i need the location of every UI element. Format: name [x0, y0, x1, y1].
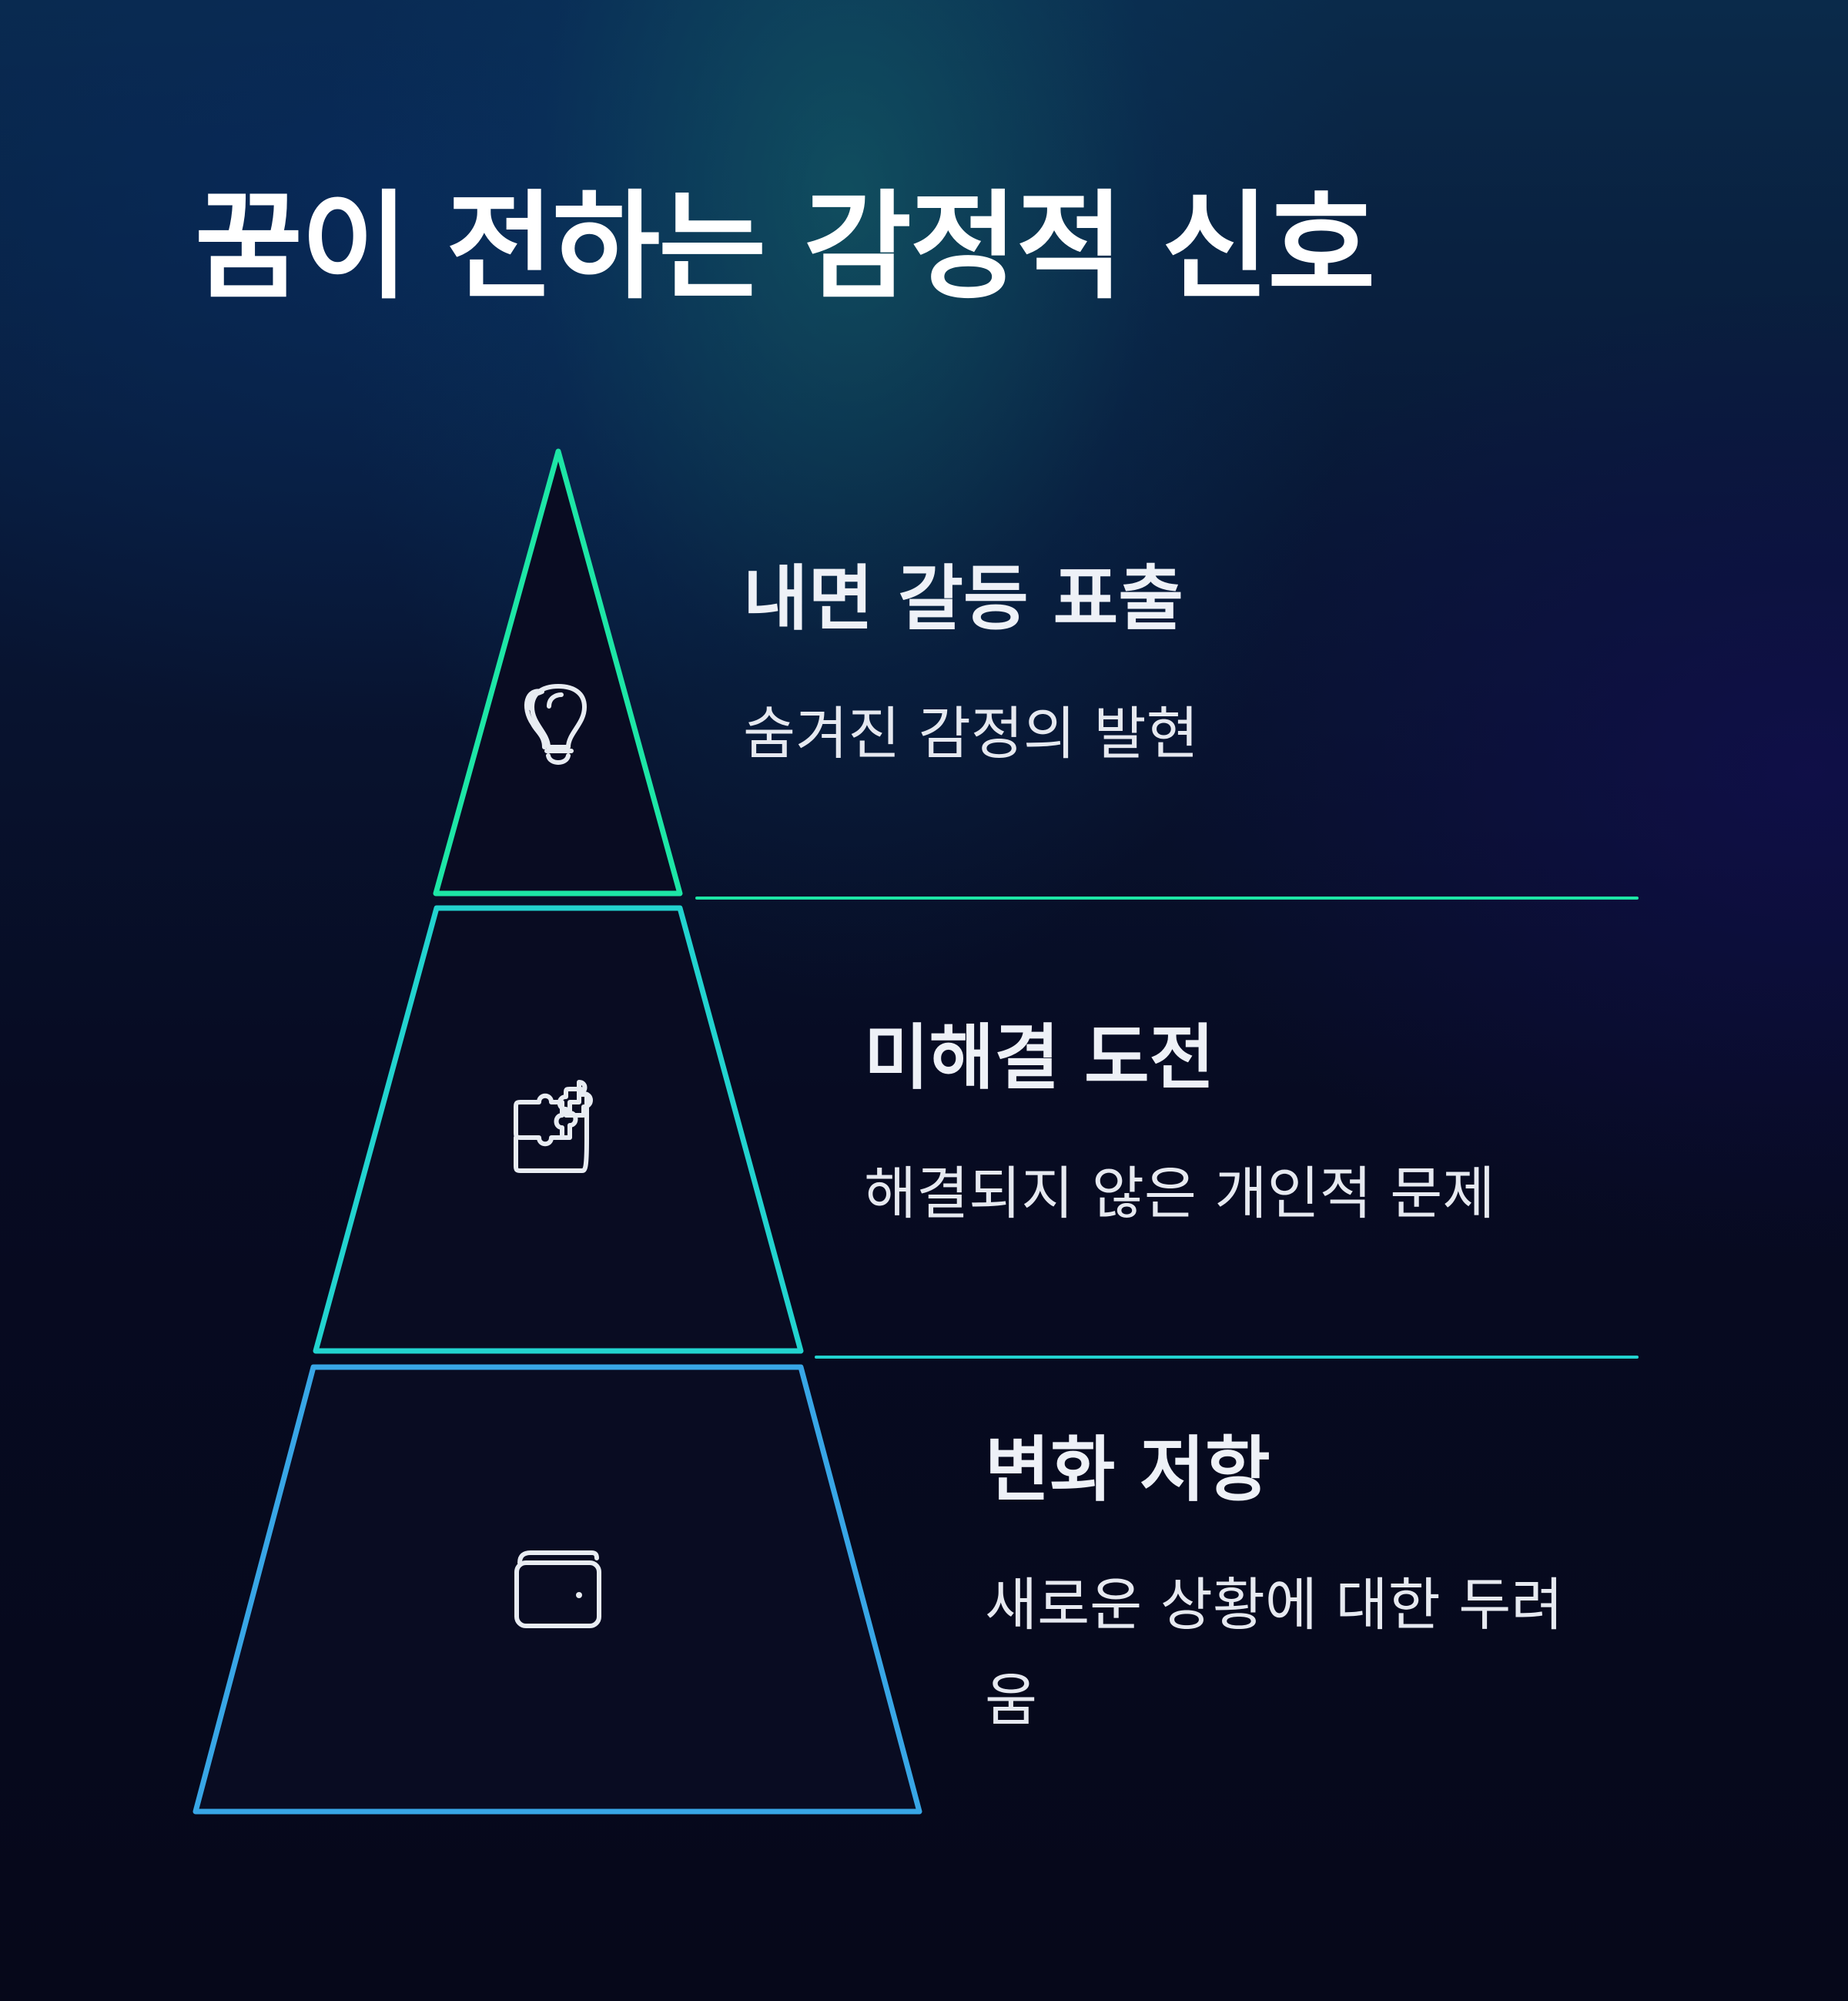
level-1-heading: 내면 갈등 표출	[743, 558, 1183, 640]
lightbulb-icon	[524, 684, 587, 765]
pyramid-tier-top	[433, 448, 683, 897]
wallet-icon	[514, 1550, 601, 1628]
level-3-description-line-2: 움	[985, 1668, 1038, 1734]
pyramid-tier-middle	[313, 905, 804, 1354]
level-2-description: 해결되지 않은 개인적 문제	[864, 1161, 1495, 1227]
level-1-description: 숨겨진 감정의 발현	[743, 701, 1199, 767]
level-2-heading: 미해결 도전	[864, 1017, 1215, 1099]
page-title: 꿈이 전하는 감정적 신호	[195, 179, 1375, 315]
puzzle-icon	[514, 1080, 593, 1173]
level-3-description-line-1: 새로운 상황에 대한 두려	[985, 1572, 1564, 1638]
pyramid-tier-bottom	[192, 1364, 922, 1815]
level-3-heading: 변화 저항	[985, 1429, 1270, 1511]
